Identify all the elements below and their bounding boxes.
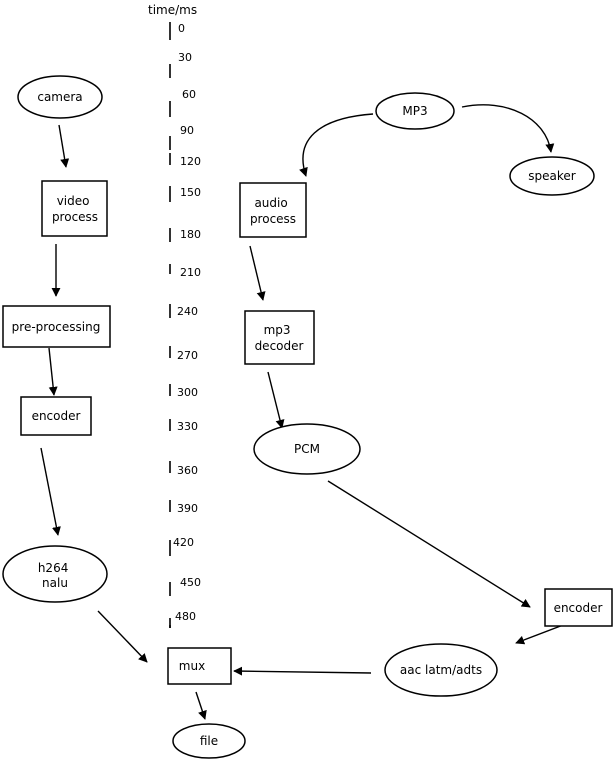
- node-file: file: [172, 723, 246, 759]
- timeline-tick-label: 480: [175, 610, 196, 623]
- node-mux-label: mux: [179, 659, 205, 673]
- edge-encoder-to-h264-nalu: [40, 447, 61, 536]
- node-aac-label: aac latm/adts: [400, 663, 482, 677]
- timeline-ticks: 0 30 60 90 120 150 180 210 240 270 300 330 360 390 420…: [169, 22, 201, 628]
- timeline-tick-label: 390: [177, 502, 198, 515]
- timeline-tick-label: 180: [180, 228, 201, 241]
- node-camera: camera: [17, 75, 103, 119]
- timeline-tick-label: 420: [173, 536, 194, 549]
- edge-h264-nalu-to-mux: [97, 610, 148, 663]
- timeline-tick-label: 210: [180, 266, 201, 279]
- node-pcm: PCM: [253, 423, 361, 475]
- timeline-tick-label: 30: [178, 51, 192, 64]
- node-audio-process-label: audio process: [250, 196, 296, 226]
- timeline-label: time/ms: [148, 3, 197, 17]
- edge-mux-to-file: [195, 691, 207, 720]
- node-mp3: MP3: [375, 92, 455, 130]
- node-video-process-label: video process: [52, 194, 98, 224]
- node-audio-process: audio process: [239, 182, 307, 238]
- node-video-encoder-label: encoder: [32, 409, 81, 423]
- node-mp3-decoder-label: mp3 decoder: [255, 323, 304, 353]
- timeline-tick-label: 270: [177, 349, 198, 362]
- node-pre-processing-label: pre-processing: [12, 320, 101, 334]
- node-file-label: file: [200, 734, 218, 748]
- node-mp3-label: MP3: [402, 104, 427, 118]
- timeline-tick-label: 240: [177, 305, 198, 318]
- timeline: time/ms 0 30 60 90 120 150 180 210 240 270 300 330 3…: [148, 3, 201, 628]
- node-camera-label: camera: [37, 90, 82, 104]
- node-audio-encoder: encoder: [544, 588, 613, 627]
- node-video-process: video process: [41, 180, 108, 237]
- timeline-tick-label: 120: [180, 155, 201, 168]
- timeline-tick-label: 360: [177, 464, 198, 477]
- edge-mp3-to-audio-process: [299, 113, 374, 177]
- edge-audio-process-to-mp3-decoder: [249, 245, 266, 301]
- timeline-tick-label: 0: [178, 22, 185, 35]
- node-pcm-label: PCM: [294, 442, 320, 456]
- node-pre-processing: pre-processing: [2, 305, 111, 348]
- node-audio-encoder-label: encoder: [554, 601, 603, 615]
- edge-pcm-to-encoder: [327, 480, 531, 608]
- node-mp3-decoder: mp3 decoder: [244, 310, 315, 365]
- node-h264-nalu-label: h264 nalu: [38, 561, 72, 590]
- timeline-tick-label: 60: [182, 88, 196, 101]
- node-aac: aac latm/adts: [384, 643, 498, 697]
- node-mux: mux: [167, 647, 232, 685]
- timeline-tick-label: 450: [180, 576, 201, 589]
- node-video-encoder: encoder: [20, 396, 92, 436]
- edge-mp3-decoder-to-pcm: [267, 371, 285, 429]
- edge-aac-to-mux: [233, 666, 372, 676]
- edge-mp3-to-speaker: [461, 104, 555, 153]
- node-h264-nalu: h264 nalu: [2, 545, 108, 603]
- node-speaker-label: speaker: [528, 169, 576, 183]
- timeline-tick-label: 90: [180, 124, 194, 137]
- node-speaker: speaker: [509, 156, 595, 196]
- edge-pre-processing-to-encoder: [48, 347, 58, 396]
- timeline-tick-label: 300: [177, 386, 198, 399]
- timeline-tick-label: 150: [180, 186, 201, 199]
- edges: [40, 104, 593, 720]
- edge-camera-to-video-process: [58, 124, 70, 168]
- timeline-tick-label: 330: [177, 420, 198, 433]
